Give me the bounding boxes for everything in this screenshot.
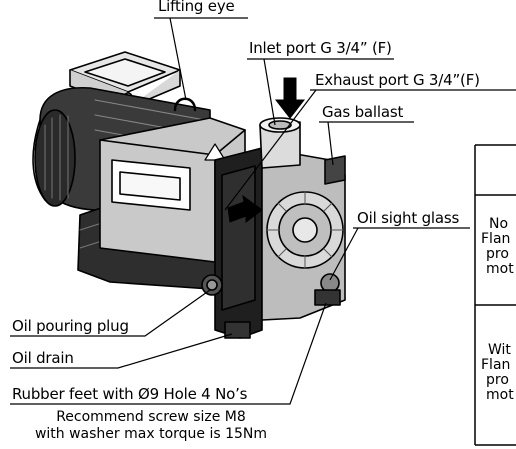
gas-ballast-label: Gas ballast	[322, 103, 404, 121]
oil-drain-label: Oil drain	[12, 349, 74, 367]
table-row1-line3: pro	[486, 246, 509, 262]
table-row2-line4: mot	[486, 387, 514, 403]
table-row2-line2: Flan	[481, 357, 511, 373]
table-row2-line3: pro	[486, 372, 509, 388]
inlet-port-label: Inlet port G 3/4” (F)	[249, 39, 392, 57]
lifting-eye-label: Lifting eye	[158, 0, 235, 15]
table-row2-line1: Wit	[488, 342, 511, 358]
rubber-feet-label: Rubber feet with Ø9 Hole 4 No’s	[12, 385, 248, 403]
screw-recommendation-line1: Recommend screw size M8	[56, 409, 246, 425]
torque-recommendation-line2: with washer max torque is 15Nm	[34, 426, 268, 442]
table-row1-line1: No	[489, 216, 509, 232]
table-row1-line2: Flan	[481, 231, 511, 247]
exhaust-port-label: Exhaust port G 3/4”(F)	[315, 71, 480, 89]
oil-sight-glass-label: Oil sight glass	[357, 209, 460, 227]
table-row1-line4: mot	[486, 261, 514, 277]
oil-pouring-plug-label: Oil pouring plug	[12, 317, 129, 335]
